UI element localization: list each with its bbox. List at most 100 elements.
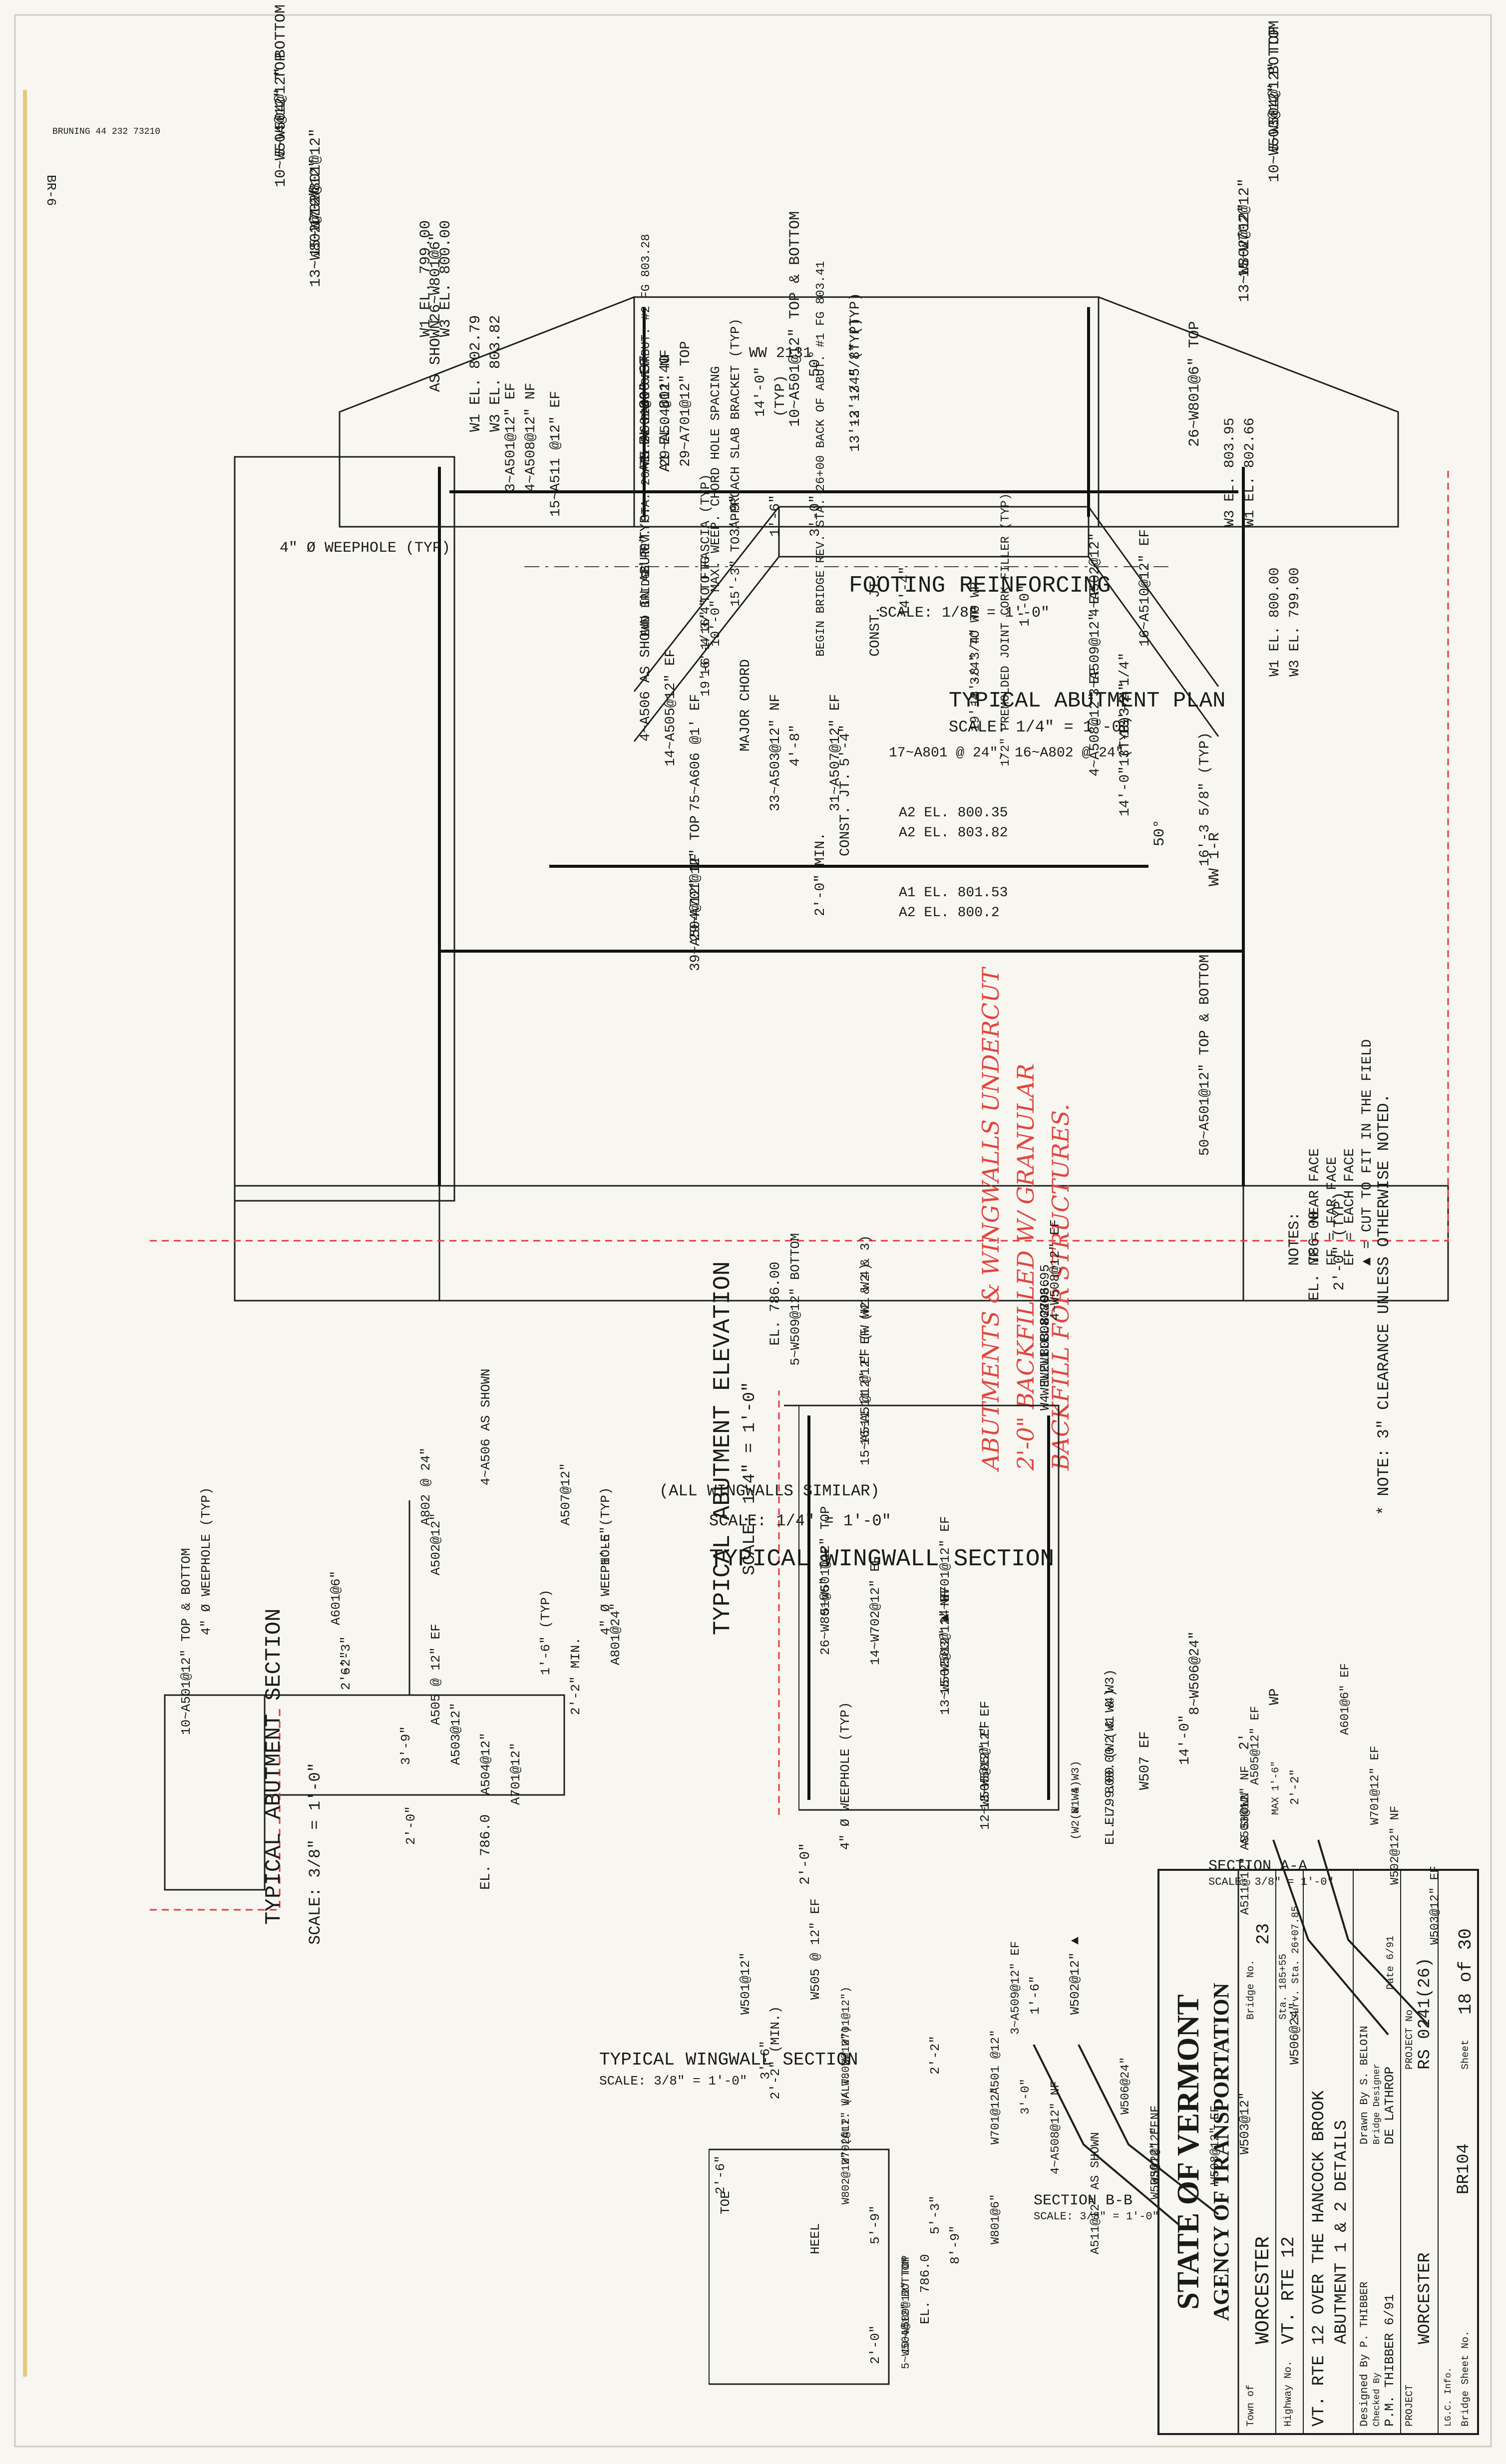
sws-w801: W801@6": [989, 2194, 1003, 2244]
sbb-a511: A511@12" AS SHOWN: [1089, 2132, 1103, 2254]
abutment-plan-view: TYPICAL ABUTMENT PLAN SCALE: 1/4" = 1'-0…: [633, 293, 1226, 921]
elev-a606: 75~A606 @1' EF: [688, 694, 704, 811]
elev-a511: 15~A511 @12" EF: [548, 391, 564, 517]
sws-wall: [709, 2149, 889, 2385]
elev-a506: 4~A506 AS SHOWN IN ABUT TYP.: [638, 507, 654, 741]
plan-dim14: 14'-0": [753, 366, 768, 417]
sbb-scale: SCALE: 3/8" = 1'-0": [1034, 2210, 1159, 2223]
ww-we4: W4 EL. 803.82: [1038, 1309, 1053, 1410]
ww-w505b: 12~W505@12" EF: [978, 1721, 993, 1830]
plan-const-jt: CONST. JT.: [868, 573, 883, 657]
sws-toe: TOE: [718, 2191, 733, 2214]
note-3: EF = EACH FACE: [1342, 1148, 1358, 1266]
sws-w701: W701@12": [989, 2087, 1003, 2144]
sbb-wall-1: [1033, 2044, 1179, 2225]
project-name: WORCESTER: [1416, 2252, 1435, 2344]
sws-dim2-0: 2'-0": [868, 2325, 883, 2364]
sws-w802: W802@12" (ALT. W/ W802@12"): [840, 2027, 852, 2204]
footing-as-shown: AS SHOWN: [427, 320, 444, 392]
sbb-wall-2: [1078, 2044, 1219, 2215]
notes-block: NOTES: NF = NEAR FACE FF = FAR FACE EF =…: [1286, 1039, 1393, 1515]
sbb-w502: W502@12" NF: [1149, 2106, 1162, 2184]
elev-we-el6: W1 EL. 802.66: [1242, 418, 1258, 527]
elev-a505: 14~A505@12" EF: [663, 649, 679, 766]
sws-dim1-6: 1'-6": [1028, 1976, 1043, 2015]
plan-ftg: 19'-6 1/16" TO FTG: [698, 556, 713, 697]
sws-el786: EL. 786.0: [918, 2254, 933, 2324]
sbb-title: SECTION B-B: [1034, 2192, 1132, 2209]
footing-a701: 29~A701@12" TOP: [678, 341, 694, 467]
drawn-by: Drawn By S. BELOIN: [1358, 2026, 1371, 2144]
sws-w506: W506@24": [1287, 2002, 1302, 2065]
red-note-1: ABUTMENTS & WINGWALLS UNDERCUT: [977, 966, 1004, 1472]
footing-begin-bridge: BEGIN BRIDGE REV. STA. 26+00 BACK OF ABU…: [814, 261, 828, 657]
ww-w506: 8~W506@24": [1187, 1631, 1203, 1715]
plan-dim50: 50°: [807, 350, 824, 377]
ww-w702: 14~W702@12" EF: [868, 1556, 883, 1665]
elev-a508b: 4~A508@12" EF: [1088, 668, 1103, 776]
as-weep: 4" Ø WEEPHOLE (TYP): [199, 1487, 214, 1635]
sheet-label: Sheet: [1460, 2040, 1472, 2070]
footing-w702b: 15~W702@12": [1236, 178, 1253, 277]
ww-sub2: (W2 & W4): [1070, 1780, 1082, 1840]
section-aa-view: SECTION A-A SCALE: 3/8" = 1'-0" A601@6" …: [1208, 1663, 1442, 2036]
footing-scale: SCALE: 1/8" = 1'-0": [879, 605, 1050, 622]
plan-dim13a: 13'-3 5/8" (TYP): [848, 293, 863, 427]
state-title: STATE OF VERMONT: [1171, 1994, 1205, 2310]
ww-w507: W507 EF: [1137, 1731, 1153, 1790]
sws-dim2-2: 2'-2" (MIN.): [768, 2006, 783, 2100]
sbb-w508: W508@12" EF: [1209, 2106, 1222, 2184]
elev-we-el5: W3 EL. 803.95: [1222, 418, 1238, 527]
footing-w504-top: 5~W504@12" BOTTOM: [273, 4, 290, 157]
elev-a509: 3~A509@12" EF: [1088, 588, 1103, 697]
as-a802: A802 @ 24": [418, 1447, 433, 1525]
as-a601: A601@6": [329, 1571, 344, 1625]
elevation-outline: [235, 1185, 1448, 1302]
elev-weephole: 4" Ø WEEPHOLE (TYP): [280, 540, 450, 557]
footing-w702: 15~W702@12": [308, 158, 325, 257]
bridge-sheet-label: Bridge Sheet No.: [1460, 2331, 1472, 2427]
project-manager: P.M. THIBBER 6/91: [1382, 2294, 1397, 2427]
sws-w509: 10~W509@12" TOP: [900, 2255, 912, 2354]
footing-reinforcing-view: FOOTING REINFORCING SCALE: 1/8" = 1'-0" …: [273, 4, 1399, 657]
plan-wp2: 19'-4 3/4" TO WP: [968, 607, 983, 731]
ww-we1: W1 EL. 803.95: [1038, 1264, 1053, 1366]
sws-dim2-6: 2'-6": [713, 2155, 728, 2194]
station: Sta. 185+55: [1278, 1954, 1289, 2020]
as-stem: [264, 1694, 565, 1796]
elev-two-min: 2'-0" MIN.: [813, 832, 828, 916]
plan-dim14-4: 14'-4": [898, 566, 913, 617]
small-wingwall-section-view: TYPICAL WINGWALL SECTION SCALE: 3/8" = 1…: [599, 1898, 1302, 2385]
plan-dim1-0: 1'-0": [1018, 585, 1033, 627]
sheet-edge: [14, 14, 1492, 2448]
sws-w501: W501@12": [738, 1952, 753, 2015]
elev-title: TYPICAL ABUTMENT ELEVATION: [710, 1261, 737, 1635]
date: Date 6/91: [1385, 1936, 1397, 1990]
footing-a504: 29~A504@12" NF: [658, 350, 674, 467]
red-note-2: 2'-0" BACKFILLED W/ GRANULAR: [1012, 1063, 1039, 1471]
footing-w801: 17~W801@12": [308, 128, 325, 227]
abutment-elevation-view: 4" Ø WEEPHOLE (TYP) W1 EL. 799.00 W3 EL.…: [150, 220, 1449, 1635]
footing-w802: 13~W802@12": [308, 188, 325, 287]
note-4: ▲ = CUT TO FIT IN THE FIELD: [1360, 1039, 1375, 1266]
footing-w504-b: 10~W504@12" TOP: [273, 52, 290, 187]
as-dim6-3: 6'-3": [339, 1636, 354, 1675]
as-dim1-6: 1'-6": [598, 1526, 613, 1565]
plan-ww-r: WW 1-R: [1206, 832, 1223, 886]
elev-const-jt: CONST. JT.: [838, 772, 853, 856]
plan-weep: 10'-0" MAX. WEEP. CHORD HOLE SPACING: [708, 366, 723, 647]
checked-by: Checked By: [1372, 2373, 1382, 2427]
ww-a511b: 15~A511 @12" EF (W W2 & 4): [858, 1263, 873, 1465]
plan-ab-el1: A2 EL. 800.35: [899, 805, 1008, 821]
plan-title: TYPICAL ABUTMENT PLAN: [949, 689, 1226, 713]
plan-dim1-6: 1'-6": [768, 495, 783, 537]
sbb-a508: 4~A508@12" NF: [1049, 2081, 1063, 2174]
plan-premolded: 1/2" PREMOLDED JOINT CORK FILLER (TYP): [999, 493, 1013, 766]
elev-a504: 39~A504@12" NF: [688, 854, 704, 971]
elev-a502: 4~A502@12": [1088, 533, 1103, 617]
ww-w701: 14~W701@12" EF: [938, 1516, 953, 1625]
plan-dim5-4: 5'-4": [838, 724, 853, 766]
ww-dim2-0: 2'-0": [798, 1843, 813, 1885]
